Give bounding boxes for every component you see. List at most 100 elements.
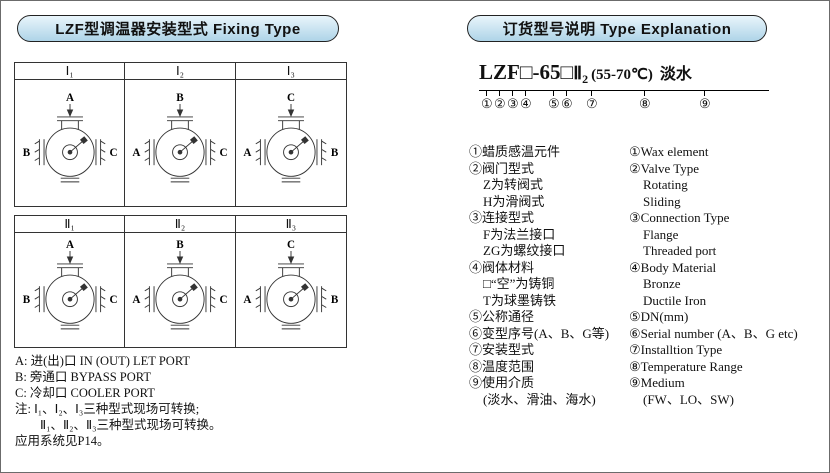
callout-tick <box>525 90 526 96</box>
explanation-row: □“空”为铸铜 Bronze <box>469 276 827 293</box>
explanation-row: ①蜡质感温元件 ①Wax element <box>469 144 827 161</box>
svg-text:A: A <box>66 239 74 251</box>
note-see-p14: 应用系统见P14。 <box>15 434 110 448</box>
explanation-en: Ductile Iron <box>643 292 707 308</box>
explanation-row: ZG为螺纹接口 Threaded port <box>469 243 827 260</box>
callout-tick <box>499 90 500 96</box>
explanation-en: Bronze <box>643 276 681 291</box>
valve-cell-i3: C A B <box>236 80 346 206</box>
callout-tick <box>704 90 705 96</box>
svg-text:B: B <box>22 294 30 306</box>
diagram-label-row: Ⅰ₁ Ⅰ₂ Ⅰ₃ <box>15 63 346 80</box>
explanation-row: (淡水、滑油、海水) (FW、LO、SW) <box>469 392 827 409</box>
diagram-label-i2: Ⅰ₂ <box>125 63 236 80</box>
explanation-cn: F为法兰接口 <box>483 226 556 242</box>
svg-text:B: B <box>331 147 339 159</box>
diagram-label-ii3: Ⅱ₃ <box>235 216 346 233</box>
explanation-row: ⑨使用介质 ⑨Medium <box>469 375 827 392</box>
svg-text:A: A <box>243 294 251 306</box>
fixing-type-table-row1: Ⅰ₁ Ⅰ₂ Ⅰ₃ <box>14 62 347 207</box>
svg-text:B: B <box>331 294 339 306</box>
explanation-cn: ②阀门型式 <box>469 160 535 176</box>
svg-text:A: A <box>66 92 74 104</box>
model-designation: LZF□-65□Ⅱ2(55-70℃)淡水 <box>479 60 769 92</box>
callout-tick <box>591 90 592 96</box>
model-temp-range: (55-70℃) <box>591 67 653 83</box>
type-explanation-list: ①蜡质感温元件 ①Wax element ②阀门型式 ②Valve Type Z为转… <box>469 144 827 408</box>
note-port-c: C: 冷却口 COOLER PORT <box>15 386 155 400</box>
explanation-en: ③Connection Type <box>629 210 730 225</box>
explanation-cn: □“空”为铸铜 <box>483 276 555 291</box>
explanation-cn: ZG为螺纹接口 <box>483 243 566 258</box>
callout-tick <box>486 90 487 96</box>
diagram-label-i3: Ⅰ₃ <box>235 63 346 80</box>
explanation-en: ①Wax element <box>629 144 709 159</box>
valve-diagram: B A C <box>132 239 228 330</box>
svg-text:B: B <box>22 147 30 159</box>
explanation-cn: Z为转阀式 <box>483 177 543 192</box>
explanation-en: ⑥Serial number (A、B、G etc) <box>629 325 798 341</box>
diagram-row: A B C B <box>15 233 346 347</box>
valve-cell-i2: B A C <box>125 80 236 206</box>
diagram-label-row: Ⅱ₁ Ⅱ₂ Ⅱ₃ <box>15 216 346 233</box>
note-remark-2: Ⅱ₁、Ⅱ₂、Ⅱ₃三种型式现场可转换。 <box>40 418 222 432</box>
diagram-label-ii1: Ⅱ₁ <box>15 216 126 233</box>
valve-diagram: A B C <box>22 92 117 183</box>
explanation-cn: ⑨使用介质 <box>469 375 535 390</box>
diagram-row: A B C B <box>15 80 346 206</box>
callout-tick <box>566 90 567 96</box>
explanation-en: ⑨Medium <box>629 375 685 390</box>
callout-2: ② <box>494 96 506 111</box>
explanation-row: ②阀门型式 ②Valve Type <box>469 161 827 178</box>
svg-text:B: B <box>176 239 184 251</box>
callout-9: ⑨ <box>699 96 711 111</box>
diagram-label-i1: Ⅰ₁ <box>15 63 126 80</box>
svg-text:C: C <box>109 294 117 306</box>
type-explanation-section-title: 订货型号说明 Type Explanation <box>467 15 767 42</box>
explanation-row: H为滑阀式 Sliding <box>469 194 827 211</box>
svg-text:C: C <box>287 92 295 104</box>
fixing-type-title-text: LZF型调温器安装型式 Fixing Type <box>55 21 301 38</box>
callout-8: ⑧ <box>639 96 651 111</box>
svg-text:B: B <box>176 92 184 104</box>
note-port-a: A: 进(出)口 IN (OUT) LET PORT <box>15 354 191 368</box>
model-install-type: Ⅱ <box>573 63 583 83</box>
callout-4: ④ <box>520 96 532 111</box>
explanation-en: ⑤DN(mm) <box>629 309 689 324</box>
model-install-subscript: 2 <box>582 72 589 87</box>
explanation-cn: ⑥变型序号(A、B、G等) <box>469 325 610 341</box>
callout-tick <box>553 90 554 96</box>
explanation-en: ⑦Installtion Type <box>629 342 723 357</box>
valve-cell-i1: A B C <box>15 80 126 206</box>
note-port-b: B: 旁通口 BYPASS PORT <box>15 370 151 384</box>
valve-diagram: C A B <box>243 239 339 330</box>
callout-1: ① <box>481 96 493 111</box>
valve-diagram: C A B <box>243 92 339 183</box>
explanation-cn: ①蜡质感温元件 <box>469 144 561 159</box>
callout-7: ⑦ <box>586 96 598 111</box>
svg-text:C: C <box>220 147 228 159</box>
explanation-en: ②Valve Type <box>629 160 700 176</box>
explanation-cn: H为滑阀式 <box>483 193 545 209</box>
explanation-en: ⑧Temperature Range <box>629 358 743 374</box>
type-explanation-title-text: 订货型号说明 Type Explanation <box>502 21 732 38</box>
explanation-en: Threaded port <box>643 243 717 258</box>
callout-3: ③ <box>507 96 519 111</box>
explanation-row: ⑥变型序号(A、B、G等) ⑥Serial number (A、B、G etc) <box>469 326 827 343</box>
explanation-cn: (淡水、滑油、海水) <box>483 391 596 407</box>
svg-text:C: C <box>287 239 295 251</box>
explanation-cn: ⑦安装型式 <box>469 342 535 357</box>
svg-text:A: A <box>132 294 140 306</box>
note-remark-1: 注: Ⅰ₁、Ⅰ₂、Ⅰ₃三种型式现场可转换; <box>15 402 200 416</box>
explanation-en: Sliding <box>643 193 681 209</box>
svg-text:C: C <box>109 147 117 159</box>
model-code: LZF□-65□ <box>479 60 574 84</box>
explanation-row: ⑦安装型式 ⑦Installtion Type <box>469 342 827 359</box>
explanation-cn: ③连接型式 <box>469 210 535 225</box>
explanation-en: (FW、LO、SW) <box>643 391 734 407</box>
